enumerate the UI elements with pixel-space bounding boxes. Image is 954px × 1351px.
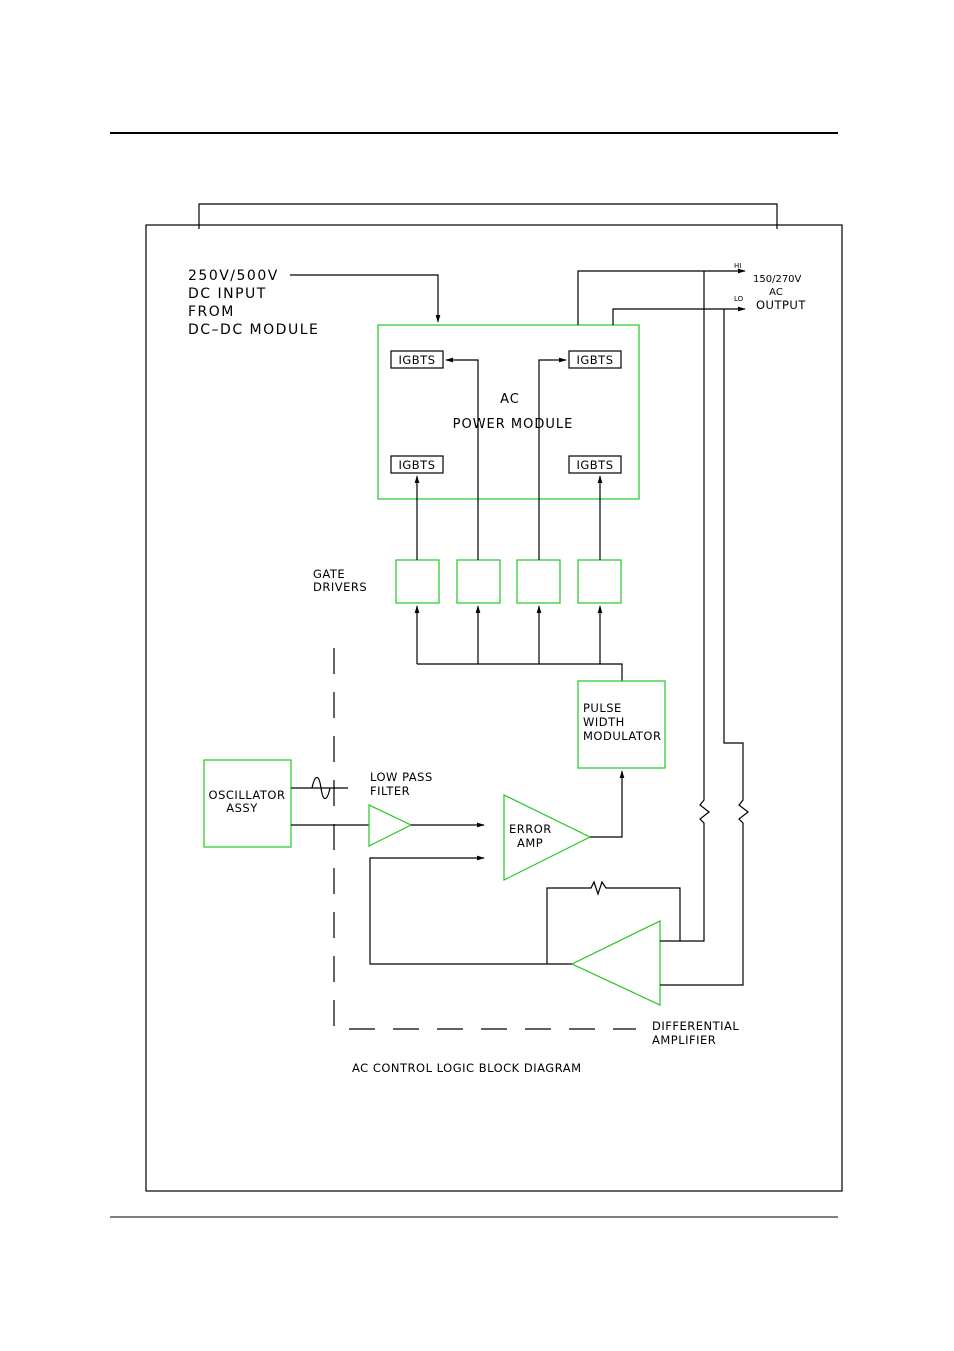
frame-tab xyxy=(198,203,778,229)
feedback-to-error-amp xyxy=(369,855,547,965)
dc-input-label: 250V/500V DC INPUT FROM DC–DC MODULE xyxy=(188,268,319,338)
gd3-to-igbt-arrow xyxy=(538,357,567,560)
svg-text:IGBTS: IGBTS xyxy=(398,353,435,367)
svg-text:DC–DC MODULE: DC–DC MODULE xyxy=(188,322,319,338)
igbt-bottom-left: IGBTS xyxy=(390,455,444,474)
hi-terminal-label: HI xyxy=(734,262,741,270)
svg-text:GATE: GATE xyxy=(313,567,345,581)
svg-text:DRIVERS: DRIVERS xyxy=(313,580,367,594)
svg-text:MODULATOR: MODULATOR xyxy=(583,729,661,743)
svg-text:LOW PASS: LOW PASS xyxy=(370,770,433,784)
svg-text:AMP: AMP xyxy=(517,836,543,850)
lo-sense-line xyxy=(660,309,749,986)
svg-text:250V/500V: 250V/500V xyxy=(188,268,279,284)
output-hi-line xyxy=(577,268,746,325)
svg-text:ASSY: ASSY xyxy=(226,801,258,815)
power-module-line2: POWER MODULE xyxy=(453,417,574,432)
igbt-bottom-right: IGBTS xyxy=(568,455,622,474)
sine-wave-icon xyxy=(311,776,331,800)
error-amp-to-pwm xyxy=(590,770,625,838)
igbt-top-left: IGBTS xyxy=(390,350,444,369)
ac-output-label: 150/270V AC OUTPUT xyxy=(753,274,806,312)
low-pass-filter xyxy=(368,804,413,847)
error-amp xyxy=(503,794,592,881)
svg-text:DIFFERENTIAL: DIFFERENTIAL xyxy=(652,1019,739,1033)
lo-terminal-label: LO xyxy=(734,295,744,303)
svg-text:150/270V: 150/270V xyxy=(753,274,802,285)
power-module-line1: AC xyxy=(500,392,520,407)
svg-text:DC INPUT: DC INPUT xyxy=(188,286,267,302)
svg-text:IGBTS: IGBTS xyxy=(576,353,613,367)
svg-text:FROM: FROM xyxy=(188,304,235,320)
gate-driver-1 xyxy=(395,559,440,604)
diagram-frame xyxy=(145,224,843,1192)
pwm-bus xyxy=(417,663,623,681)
gate-driver-2 xyxy=(456,559,501,604)
differential-amplifier-label: DIFFERENTIAL AMPLIFIER xyxy=(652,1019,739,1047)
differential-amplifier xyxy=(570,920,661,1006)
hi-sense-line xyxy=(660,271,710,942)
diagram-caption: AC CONTROL LOGIC BLOCK DIAGRAM xyxy=(352,1061,582,1075)
pulse-width-modulator xyxy=(577,680,666,769)
gate-driver-4 xyxy=(577,559,622,604)
low-pass-filter-label: LOW PASS FILTER xyxy=(370,770,433,798)
svg-text:WIDTH: WIDTH xyxy=(583,715,625,729)
feedback-resistor xyxy=(546,880,681,964)
pwm-label: PULSE WIDTH MODULATOR xyxy=(583,701,661,743)
svg-text:ERROR: ERROR xyxy=(509,822,552,836)
oscillator-label: OSCILLATOR ASSY xyxy=(209,788,286,815)
svg-text:OUTPUT: OUTPUT xyxy=(756,298,806,312)
gate-drivers-label: GATE DRIVERS xyxy=(313,567,367,594)
svg-text:OSCILLATOR: OSCILLATOR xyxy=(209,788,286,802)
gd2-to-igbt-arrow xyxy=(445,357,479,560)
gate-driver-3 xyxy=(516,559,561,604)
dc-input-arrow xyxy=(290,274,441,323)
svg-text:PULSE: PULSE xyxy=(583,701,622,715)
svg-text:IGBTS: IGBTS xyxy=(398,458,435,472)
isolation-boundary xyxy=(333,648,636,1030)
error-amp-label: ERROR AMP xyxy=(509,822,552,850)
svg-text:AMPLIFIER: AMPLIFIER xyxy=(652,1033,716,1047)
output-lo-line xyxy=(612,306,746,325)
svg-text:AC: AC xyxy=(769,287,783,298)
ac-power-module xyxy=(377,324,640,500)
oscillator-assy xyxy=(203,759,292,848)
svg-text:IGBTS: IGBTS xyxy=(576,458,613,472)
svg-text:FILTER: FILTER xyxy=(370,784,410,798)
igbt-top-right: IGBTS xyxy=(568,350,622,369)
